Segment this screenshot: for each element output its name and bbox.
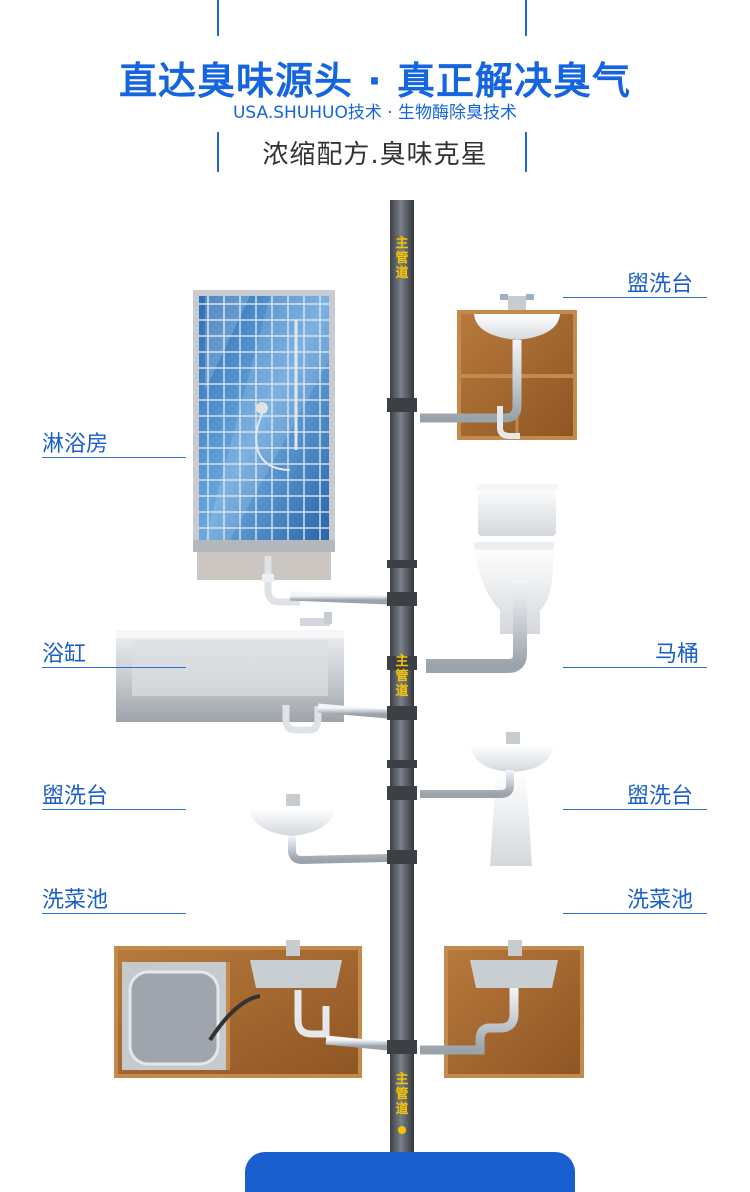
pipe-label-top: 主管道	[395, 236, 409, 281]
underline-sink-left	[42, 913, 186, 914]
slogan-text: 浓缩配方.臭味克星	[262, 140, 488, 170]
bottom-banner	[245, 1152, 575, 1192]
main-pipe	[390, 200, 414, 1161]
slogan-right-bar	[525, 132, 527, 172]
shower-illustration	[193, 290, 335, 580]
underline-bathtub	[42, 667, 186, 668]
label-sink-right: 洗菜池	[627, 888, 694, 913]
underline-sink-right	[563, 913, 707, 914]
top-left-line	[217, 0, 219, 36]
bathtub-illustration	[116, 612, 344, 722]
page-title: 直达臭味源头 · 真正解决臭气	[119, 59, 631, 103]
pipe-label-mid: 主管道	[395, 654, 409, 699]
label-bathtub: 浴缸	[42, 642, 87, 667]
underline-washbasin-top-right	[563, 297, 707, 298]
right-washbasin	[470, 732, 554, 866]
left-sink-cabinet	[114, 940, 362, 1078]
underline-washbasin-right	[563, 809, 707, 810]
page-subtitle: USA.SHUHUO技术 · 生物酶除臭技术	[232, 103, 518, 123]
label-washbasin-right: 盥洗台	[627, 784, 694, 809]
label-sink-left: 洗菜池	[42, 888, 109, 913]
plumbing-diagram	[114, 200, 584, 1161]
pipe-label-bottom: 主管道	[395, 1072, 409, 1117]
left-washbasin	[250, 794, 334, 836]
top-right-line	[525, 0, 527, 36]
label-washbasin-top-right: 盥洗台	[627, 272, 694, 297]
underline-shower	[42, 457, 186, 458]
label-toilet: 马桶	[655, 642, 700, 667]
label-washbasin-left: 盥洗台	[42, 784, 109, 809]
label-shower: 淋浴房	[42, 432, 109, 457]
underline-toilet	[563, 667, 707, 668]
slogan-left-bar	[217, 132, 219, 172]
underline-washbasin-left	[42, 809, 186, 810]
